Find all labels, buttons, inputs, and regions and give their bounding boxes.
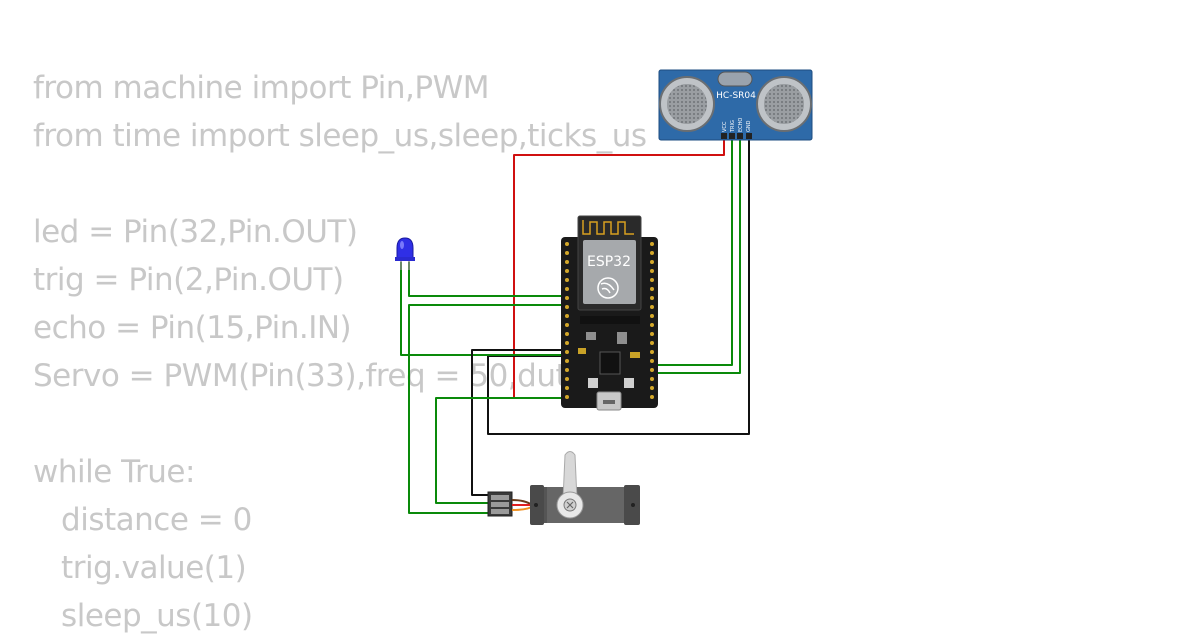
wire-echo[interactable] xyxy=(656,138,741,374)
wire-led-anode[interactable] xyxy=(408,262,566,297)
wire-servo-vcc[interactable] xyxy=(435,397,566,504)
ultrasonic-sensor[interactable]: HC-SR04 VCC TRIG ECHO GND xyxy=(658,69,813,141)
sensor-pin-label: TRIG xyxy=(730,120,736,133)
wires xyxy=(400,138,750,514)
esp32-board[interactable]: ESP32 xyxy=(561,215,658,411)
code-line: from machine import Pin,PWM xyxy=(33,70,490,106)
code-line: led = Pin(32,Pin.OUT) xyxy=(33,214,358,250)
code-line: trig.value(1) xyxy=(33,550,247,586)
wire-led-cathode[interactable] xyxy=(400,262,566,356)
wire-servo-signal[interactable] xyxy=(408,304,566,514)
code-line: sleep_us(10) xyxy=(33,598,253,634)
wire-servo-gnd[interactable] xyxy=(471,349,566,496)
led[interactable] xyxy=(395,237,415,270)
wire-trig[interactable] xyxy=(656,138,733,366)
pin-header-left xyxy=(565,242,569,399)
crystal-icon xyxy=(717,71,753,87)
espressif-logo-icon xyxy=(597,277,619,299)
sensor-label: HC-SR04 xyxy=(716,91,756,101)
servo-motor[interactable] xyxy=(487,451,640,526)
code-line: while True: xyxy=(33,454,195,490)
transducer-left-icon xyxy=(659,76,715,132)
sensor-pin-label: GND xyxy=(746,120,752,132)
esp32-label: ESP32 xyxy=(587,254,631,270)
sensor-pin-label: VCC xyxy=(722,121,728,132)
code-line: trig = Pin(2,Pin.OUT) xyxy=(33,262,344,298)
sensor-pin-label: ECHO xyxy=(738,118,744,132)
code-line: distance = 0 xyxy=(33,502,252,538)
pin-header-right xyxy=(650,242,654,399)
code-line: from time import sleep_us,sleep,ticks_us xyxy=(33,118,647,154)
code-line: echo = Pin(15,Pin.IN) xyxy=(33,310,352,346)
transducer-right-icon xyxy=(756,76,812,132)
